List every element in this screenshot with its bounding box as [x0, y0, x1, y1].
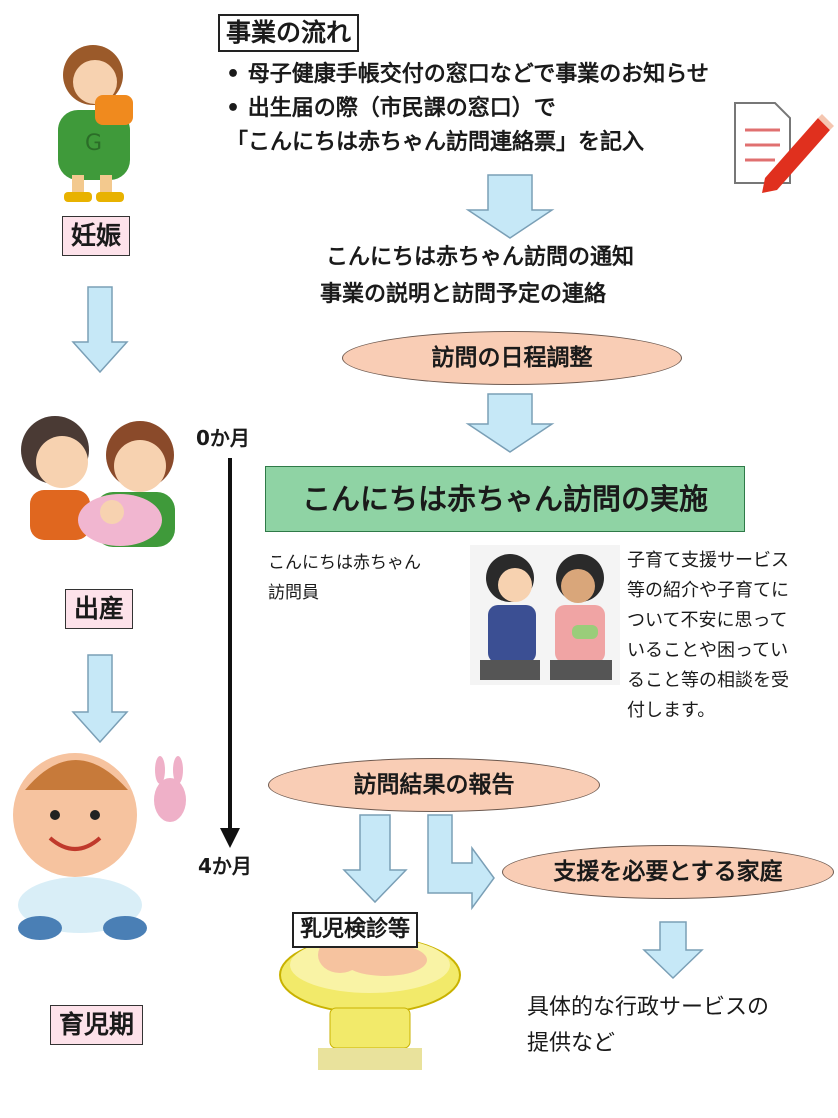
admin-service-line: 提供など: [527, 1031, 616, 1056]
timeline-line: [220, 458, 240, 848]
timeline-start-label: 0か月: [196, 426, 250, 450]
bullet-item: • 母子健康手帳交付の窓口などで事業のお知らせ: [226, 62, 709, 87]
flow-title: 事業の流れ: [218, 14, 360, 52]
visitor-label-line: こんにちは赤ちゃん: [268, 553, 421, 573]
visitor-label: こんにちは赤ちゃん 訪問員: [268, 548, 421, 608]
bent-arrow-support: [427, 814, 495, 911]
bullet-continuation: 「こんにちは赤ちゃん訪問連絡票」を記入: [226, 130, 645, 155]
report-ellipse: 訪問結果の報告: [268, 758, 600, 812]
down-arrow-left-2: [71, 654, 129, 744]
support-ellipse: 支援を必要とする家庭: [502, 845, 834, 899]
notice-line: 事業の説明と訪問予定の連絡: [320, 282, 607, 307]
schedule-ellipse: 訪問の日程調整: [342, 331, 682, 385]
visitor-label-line: 訪問員: [268, 583, 319, 603]
service-description: 子育て支援サービス 等の紹介や子育てに ついて不安に思って いることや困ってい …: [627, 546, 832, 726]
service-desc-line: 等の紹介や子育てに: [627, 580, 789, 601]
stage-childcare: 育児期: [50, 1005, 144, 1045]
bullet-text: 出生届の際（市民課の窓口）で: [247, 96, 556, 121]
bullet-item: • 出生届の際（市民課の窓口）で: [226, 96, 556, 121]
stage-pregnancy: 妊娠: [62, 216, 131, 256]
baby-scale-illustration: [279, 936, 461, 1070]
notice-line: こんにちは赤ちゃん訪問の通知: [326, 245, 635, 270]
service-desc-line: 子育て支援サービス: [627, 550, 789, 571]
down-arrow-left-1: [71, 286, 129, 374]
service-desc-line: ること等の相談を受: [627, 670, 789, 691]
down-arrow-center-1: [465, 174, 555, 239]
pregnant-woman-illustration: G: [58, 45, 133, 202]
down-arrow-center-2: [465, 393, 555, 453]
stage-birth: 出産: [65, 589, 134, 629]
bullet-text: 母子健康手帳交付の窓口などで事業のお知らせ: [247, 62, 709, 87]
parents-with-baby-illustration: [21, 416, 175, 547]
baby-with-toy-illustration: [13, 753, 186, 940]
implementation-box: こんにちは赤ちゃん訪問の実施: [265, 466, 745, 532]
service-desc-line: 付します。: [627, 700, 716, 721]
consultation-illustration: [470, 545, 620, 685]
timeline-end-label: 4か月: [198, 854, 252, 878]
service-desc-line: ついて不安に思って: [627, 610, 788, 631]
service-desc-line: いることや困ってい: [627, 640, 789, 661]
admin-service-line: 具体的な行政サービスの: [527, 995, 770, 1020]
admin-services: 具体的な行政サービスの 提供など: [527, 990, 769, 1062]
down-arrow-checkup: [342, 814, 408, 904]
svg-text:G: G: [85, 131, 102, 156]
form-document-icon: [734, 102, 834, 193]
checkup-box: 乳児検診等: [292, 912, 419, 948]
down-arrow-support: [642, 921, 704, 980]
